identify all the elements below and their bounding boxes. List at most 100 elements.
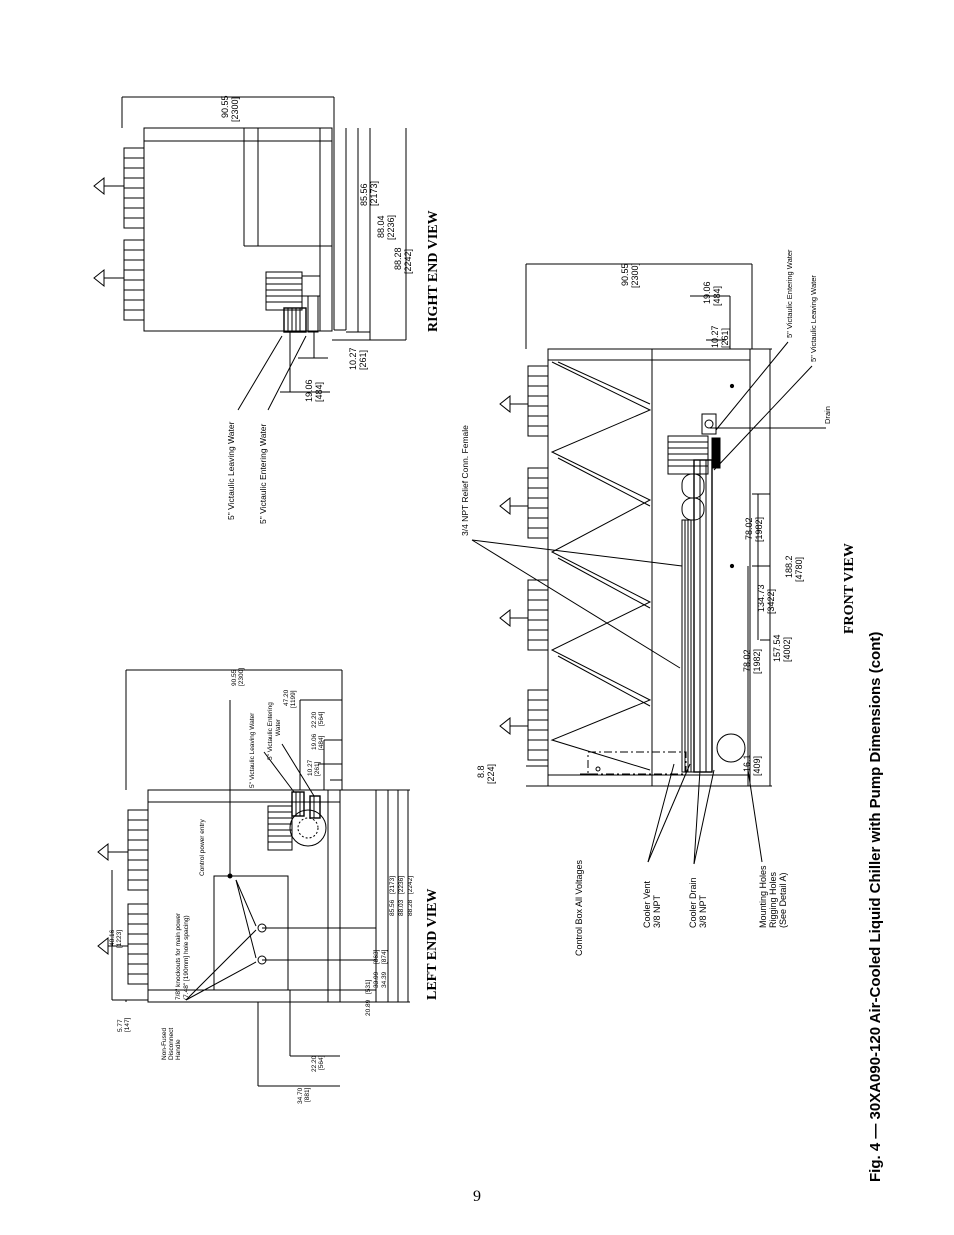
front-dim-10: 10.27: [710, 325, 720, 348]
left-dim-22b-mm: [564]: [318, 1055, 325, 1070]
left-dim-88a-mm: [2236]: [398, 876, 405, 894]
left-dim-88a: 88.03: [398, 899, 405, 916]
front-entering-water-label: 5" Victaulic Entering Water: [785, 249, 794, 338]
left-dim-34: 34.39: [381, 971, 388, 988]
front-left-top: 8.8: [476, 765, 486, 778]
left-dim-10-mm: [261]: [314, 761, 321, 776]
front-seg-a-mm: [1982]: [754, 517, 764, 542]
right-overall-width: 90.55: [220, 95, 230, 118]
front-dim-19: 19.06: [702, 281, 712, 304]
relief-conn-label: 3/4 NPT Relief Conn. Female: [460, 425, 470, 536]
left-dim-19-mm: [484]: [318, 735, 325, 750]
rigging-holes-label: Rigging Holes: [768, 871, 778, 928]
right-overall-width-mm: [2300]: [230, 97, 240, 122]
cooler-vent-label: Cooler Vent: [642, 880, 652, 928]
front-overall-length-mm: [4780]: [794, 557, 804, 582]
front-left-top-mm: [224]: [486, 764, 496, 784]
left-end-view: 90.55 [2300] 47.20 [1199] 22.20 [564] 19…: [97, 668, 440, 1104]
cooler-vent-size-label: 3/8 NPT: [652, 894, 662, 928]
right-dim-88b-mm: [2242]: [403, 249, 413, 274]
front-left-bottom: 16.1: [742, 754, 752, 772]
disconnect-handle-label: Non-Fused: [161, 1027, 168, 1060]
front-dim-19-mm: [484]: [712, 286, 722, 306]
right-leaving-water-label: 5" Victaulic Leaving Water: [226, 421, 236, 520]
left-dim-88b-mm: [2242]: [407, 876, 414, 894]
right-dim-88a: 88.04: [376, 215, 386, 238]
left-dim-48-mm: [1223]: [116, 930, 123, 948]
front-seg-a: 78.02: [744, 517, 754, 540]
right-dim-85: 85.56: [359, 183, 369, 206]
right-unit-frame: [143, 127, 333, 332]
detail-a-callout: [716, 733, 746, 763]
left-dim-20: 20.89: [365, 999, 372, 1016]
left-overall-width-mm: [2300]: [238, 668, 245, 686]
front-overall-width-mm: [2300]: [630, 263, 640, 288]
left-dim-47-mm: [1199]: [290, 690, 297, 708]
figure-caption: Fig. 4 — 30XA090-120 Air-Cooled Liquid C…: [867, 632, 884, 1182]
front-dim-10-mm: [261]: [720, 328, 730, 348]
knockouts-spacing-label: (7.48" [190mm] hole spacing): [183, 915, 190, 1000]
left-unit-frame: [147, 789, 341, 1003]
front-overall-length: 188.2: [784, 555, 794, 578]
front-mid: 134.73: [756, 584, 766, 612]
left-end-view-title: LEFT END VIEW: [425, 888, 440, 1000]
drain-label: Drain: [823, 406, 832, 424]
front-overall-width: 90.55: [620, 263, 630, 286]
left-dim-33-mm: [863]: [373, 949, 380, 964]
left-dim-34-mm: [874]: [381, 949, 388, 964]
left-dim-5: 5.77: [117, 1019, 124, 1032]
front-seg-b: 78.02: [742, 649, 752, 672]
left-dim-48: 48.16: [109, 929, 116, 946]
left-dim-34b: 34.70: [297, 1087, 304, 1104]
left-dim-20-mm: [531]: [365, 979, 372, 994]
front-coil-pattern: [550, 361, 652, 771]
disconnect-handle-label-2: Disconnect: [168, 1028, 175, 1060]
see-detail-label: (See Detail A): [778, 872, 788, 928]
control-box-outline: [587, 751, 687, 775]
front-leaving-water-label: 5" Victaulic Leaving Water: [809, 275, 818, 362]
front-mid-mm: [3422]: [766, 589, 776, 614]
front-long: 157.54: [772, 634, 782, 662]
control-power-entry-label: Control power entry: [199, 819, 206, 876]
left-dim-47: 47.20: [283, 689, 290, 706]
left-dim-88b: 88.28: [407, 899, 414, 916]
front-unit-frame: [547, 348, 751, 787]
disconnect-handle-label-3: Handle: [175, 1039, 182, 1060]
front-condenser-fans: [499, 365, 549, 761]
left-entering-water-label-2: Water: [275, 718, 282, 736]
left-dim-19: 19.06: [311, 733, 318, 750]
right-pump: [265, 271, 321, 333]
front-view: 90.55 [2300] 19.06 [484] 10.27 [261] 78.…: [460, 249, 857, 956]
front-long-mm: [4002]: [782, 637, 792, 662]
front-view-title: FRONT VIEW: [842, 543, 857, 634]
left-leaving-water-label: 5" Victaulic Leaving Water: [249, 712, 256, 788]
left-dim-5-mm: [147]: [124, 1017, 131, 1032]
left-dim-85-mm: [2173]: [389, 876, 396, 894]
front-seg-b-mm: [1982]: [752, 649, 762, 674]
right-condenser-fans: [93, 147, 145, 321]
left-dim-33: 33.99: [373, 971, 380, 988]
right-dim-10-mm: [261]: [358, 350, 368, 370]
right-end-view-title: RIGHT END VIEW: [426, 210, 441, 332]
right-dim-10: 10.27: [348, 347, 358, 370]
right-dim-19: 19.06: [304, 379, 314, 402]
left-overall-width: 90.55: [231, 669, 238, 686]
left-dim-22b: 22.20: [311, 1055, 318, 1072]
right-dim-85-mm: [2173]: [369, 181, 379, 206]
left-dim-10: 10.27: [307, 759, 314, 776]
left-condenser-fans: [97, 809, 149, 985]
front-left-bottom-mm: [409]: [752, 756, 762, 776]
left-pump: [267, 791, 327, 851]
right-end-view: 90.55 [2300] 85.56 [2173] 88.04 [2236] 8…: [93, 95, 441, 524]
left-control-box: [213, 875, 289, 991]
right-dim-88b: 88.28: [393, 247, 403, 270]
left-dim-22a-mm: [564]: [318, 711, 325, 726]
mounting-holes-label: Mounting Holes: [758, 865, 768, 928]
right-dim-19-mm: [484]: [314, 382, 324, 402]
cooler-drain-size-label: 3/8 NPT: [698, 894, 708, 928]
left-entering-water-label: 5" Victaulic Entering: [267, 702, 274, 760]
left-dim-34b-mm: [881]: [304, 1087, 311, 1102]
knockouts-label: 7/8" knockouts for main power: [175, 912, 182, 1000]
page-number: 9: [473, 1188, 481, 1205]
